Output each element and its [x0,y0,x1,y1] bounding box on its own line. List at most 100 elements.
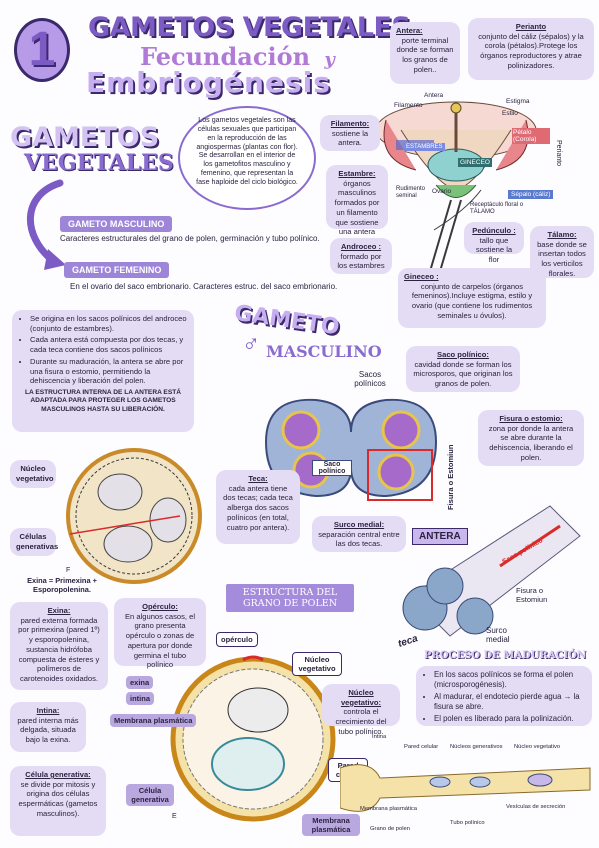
estambre-box: Estambre: órganos masculinos formados po… [326,165,388,236]
androceo-text: formado por los estambres [337,251,385,271]
antera-text: porte terminal donde se forman los grano… [396,35,454,74]
dl-antera: Antera [424,92,444,99]
lbl-celula: Célula generativa [126,784,174,806]
surco-box: Surco medial: separación central entre l… [312,516,406,552]
operculo-text: En algunos casos, el grano presenta opér… [124,611,196,670]
proceso-item: En los sacos polínicos se forma el polen… [434,670,586,690]
masc-bullet: Cada antera está compuesta por dos tecas… [30,335,188,354]
celula-gen-box: Célula generativa: se divide por mitosis… [10,766,106,836]
tl-pared: Pared celular [404,744,439,750]
masc-note: LA ESTRUCTURA INTERNA DE LA ANTERA ESTÁ … [24,389,182,413]
gameto-femenino-text: En el ovario del saco embrionario. Carac… [70,282,338,291]
nucleo-veg-box: Núcleo vegetativo: controla el crecimien… [322,684,400,736]
dl-filamento: Filamento [394,102,423,109]
lbl-intina: intina [126,692,154,705]
tl-vesiculas: Vesículas de secreción [506,804,566,810]
title-y: y [324,49,335,70]
antera-tag: ANTERA [412,528,468,545]
nucleo-veg-text: controla el crecimiento del tubo polínic… [335,707,387,736]
tl-intina: Intina [372,734,387,740]
tl-membrana: Membrana plasmática [360,806,418,812]
celula-gen-text: se divide por mitosis y origina dos célu… [18,779,98,818]
saco-polinico-box: Saco polínico: cavidad donde se forman l… [406,346,520,392]
exina-equation: Exina = Primexina + Esporopolenina. [27,576,97,594]
gameto-masculino-text: Caracteres estructurales del grano de po… [60,234,320,243]
dl-ovario: Ovario [432,188,452,195]
header-number-circle: 1 [14,18,70,82]
tl-f: F [66,567,71,574]
pollen-grain-lower [170,655,336,822]
dl-estigma: Estigma [506,98,530,105]
dl-rudimento: Rudimento seminal [396,186,426,199]
lbl-exina: exina [126,676,154,689]
antera-title: Antera: [396,26,423,35]
gineceo-text: conjunto de carpelos (órganos femeninos)… [411,281,533,320]
saco-polinico-tag: Saco polínico [312,460,352,476]
pedunculo-title: Pedúnculo : [472,226,516,235]
male-symbol-icon: ♂ [242,330,260,357]
pedunculo-text: tallo que sostiene la flor [475,235,513,265]
masc-bullets-box: Se origina en los sacos polínicos del an… [12,310,194,432]
proceso-box: En los sacos polínicos se forma el polen… [416,666,592,726]
nucleo-veg-top-label: Núcleo vegetativo [16,464,54,483]
masc-bullets-list: Se origina en los sacos polínicos del an… [18,314,188,386]
surco-text: separación central entre las dos tecas. [318,529,400,549]
gametos-intro-bubble: Los gametos vegetales son las células se… [178,106,316,210]
exina-text: pared externa formada por primexina (par… [18,615,100,684]
estructura-grano-label: ESTRUCTURA DEL GRANO DE POLEN [226,584,354,612]
dl-receptaculo: Receptáculo floral o TÁLAMO [470,202,524,215]
perianto-text: conjunto del cáliz (sépalos) y la corola… [478,31,584,70]
teca-title: Teca: [248,474,268,483]
title-line1: GAMETOS VEGETALES, [88,12,421,43]
pedunculo-box: Pedúnculo : tallo que sostiene la flor [464,222,524,264]
proceso-title: PROCESO DE MADURACIÓN [424,650,587,661]
gineceo-box: Gineceo : conjunto de carpelos (órganos … [398,268,546,328]
lbl-nucleo: Núcleo vegetativo [292,652,342,676]
gametos-intro-text: Los gametos vegetales son las células se… [196,116,298,187]
operculo-box: Opérculo: En algunos casos, el grano pre… [114,598,206,669]
celulas-gen-box: Células generativas [10,528,59,556]
saco-polinico-title: Saco polínico: [437,350,489,359]
dl-perianto-side: Perianto [555,140,562,167]
fisura-text: zona por donde la antera se abre durante… [488,423,574,462]
estambre-title: Estambre: [338,169,376,178]
pollen-tube-diagram [340,764,591,812]
gametos-title: GAMETOS [10,122,160,153]
tl-nucleos: Núcleos generativos [450,744,503,750]
intina-box: Intina: pared interna más delgada, situa… [10,702,86,752]
lbl-membrana: Membrana plasmática [110,714,197,727]
filamento-title: Filamento: [330,119,370,128]
antera-box: Antera: porte terminal donde se forman l… [390,22,460,84]
dl-estilo: Estilo [502,110,518,117]
masc-bullet: Durante su maduración, la antera se abre… [30,357,188,386]
celula-gen-title: Célula generativa: [25,770,91,779]
teca-text: cada antera tiene dos tecas; cada teca a… [223,483,293,532]
exina-title: Exina: [47,606,71,615]
header-number: 1 [28,23,56,76]
dl-sepalo: Sépalo (cáliz) [508,190,554,199]
operculo-title: Opérculo: [142,602,178,611]
dl-gineceo: GINECEO [458,158,492,167]
fisura-title: Fisura o estomio: [499,414,563,423]
filamento-box: Filamento: sostiene la antera. [320,115,380,151]
proceso-item: El polen es liberado para la polinizació… [434,714,586,724]
title-fecundacion: Fecundación [140,42,311,71]
gameto-masc-subtitle: MASCULINO [266,342,382,361]
nucleo-veg-top-box: Núcleo vegetativo [10,460,56,488]
teca-box: Teca: cada antera tiene dos tecas; cada … [216,470,300,544]
intina-text: pared interna más delgada, situada bajo … [17,715,79,745]
saco-polinico-text: cavidad donde se forman los microsporos,… [413,359,513,389]
anther-cross-section [264,398,438,501]
androceo-title: Androceo : [340,242,382,251]
celulas-gen-label: Células generativas [16,532,59,551]
fisura-box: Fisura o estomio: zona por donde la ante… [478,410,584,466]
estambre-text: órganos masculinos formados por un filam… [334,178,380,237]
antera-3d-diagram [402,505,581,637]
gametos-subtitle: VEGETALES [24,150,174,176]
lbl-operculo: opérculo [216,632,258,647]
title-line2: Fecundación y [140,42,335,71]
pollen-grain-upper [66,448,202,584]
fisura-3d-label: Fisura o Estomiun [516,586,548,604]
perianto-box: Perianto conjunto del cáliz (sépalos) y … [468,18,594,80]
nucleo-veg-title: Núcleo vegetativo: [340,688,382,707]
